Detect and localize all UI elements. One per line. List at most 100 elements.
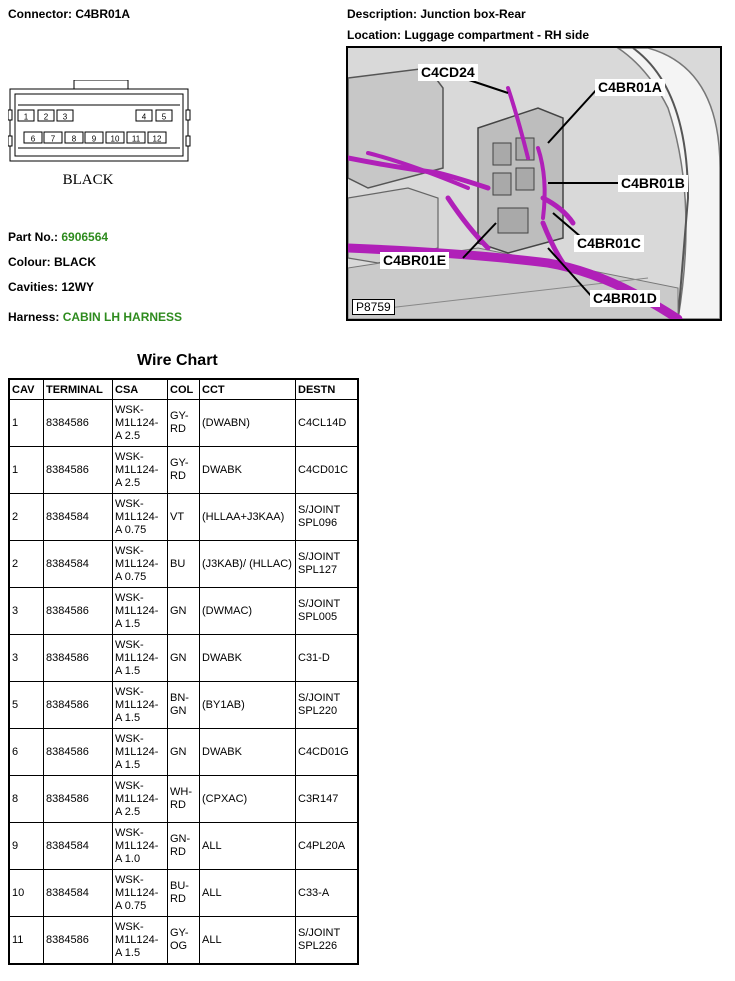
pin-cavity — [84, 131, 104, 144]
pin-number: 9 — [92, 135, 97, 144]
cell-terminal: 8384586 — [43, 916, 113, 965]
pin-number: 8 — [72, 135, 77, 144]
pin-number: 11 — [132, 135, 141, 144]
cell-cct: (DWMAC) — [199, 587, 296, 635]
callout-c4cd24: C4CD24 — [418, 64, 478, 81]
cell-cav: 2 — [8, 493, 44, 541]
cell-col: GN — [167, 728, 200, 776]
part-number-row: Part No.: 6906564 — [8, 230, 108, 244]
cell-cav: 2 — [8, 540, 44, 588]
cell-cct: ALL — [199, 869, 296, 917]
cell-cct: DWABK — [199, 446, 296, 494]
cell-cct: DWABK — [199, 634, 296, 682]
header-csa: CSA — [112, 378, 168, 400]
cell-cav: 1 — [8, 399, 44, 447]
header-cct: CCT — [199, 378, 296, 400]
cell-cav: 11 — [8, 916, 44, 965]
part-number-link[interactable]: 6906564 — [61, 230, 109, 244]
cell-cct: (DWABN) — [199, 399, 296, 447]
cell-cct: (J3KAB)/ (HLLAC) — [199, 540, 296, 588]
cell-csa: WSK-M1L124-A 1.5 — [112, 728, 168, 776]
cell-destn: S/JOINT SPL005 — [295, 587, 359, 635]
pin-cavity — [126, 131, 146, 144]
cell-destn: C31-D — [295, 634, 359, 682]
callout-c4br01a: C4BR01A — [595, 79, 665, 96]
location-label: Location: Luggage compartment - RH side — [347, 28, 590, 42]
pin-cavity — [105, 131, 125, 144]
pin-cavity — [23, 131, 43, 144]
cell-col: GY-RD — [167, 446, 200, 494]
cell-cct: (BY1AB) — [199, 681, 296, 729]
harness-row: Harness: CABIN LH HARNESS — [8, 310, 182, 324]
cell-terminal: 8384584 — [43, 540, 113, 588]
callout-c4br01b: C4BR01B — [618, 175, 688, 192]
cell-terminal: 8384584 — [43, 822, 113, 870]
location-photo: C4CD24 C4BR01A C4BR01B C4BR01C C4BR01E C… — [346, 46, 722, 321]
harness-label: Harness: — [8, 310, 60, 324]
cell-terminal: 8384586 — [43, 399, 113, 447]
cell-terminal: 8384586 — [43, 775, 113, 823]
cell-cct: DWABK — [199, 728, 296, 776]
cell-csa: WSK-M1L124-A 1.5 — [112, 634, 168, 682]
pin-cavity — [147, 131, 167, 144]
cell-cct: ALL — [199, 822, 296, 870]
pin-number: 10 — [111, 135, 120, 144]
cell-destn: C3R147 — [295, 775, 359, 823]
pin-cavity — [17, 109, 35, 122]
cell-terminal: 8384584 — [43, 869, 113, 917]
cell-terminal: 8384586 — [43, 634, 113, 682]
cell-cav: 5 — [8, 681, 44, 729]
part-number-label: Part No.: — [8, 230, 59, 244]
cell-cct: (HLLAA+J3KAA) — [199, 493, 296, 541]
header-destn: DESTN — [295, 378, 359, 400]
header-cav: CAV — [8, 378, 44, 400]
pin-number: 7 — [51, 135, 56, 144]
pin-number: 4 — [142, 113, 147, 122]
header-col: COL — [167, 378, 200, 400]
cell-cav: 3 — [8, 587, 44, 635]
cell-col: WH-RD — [167, 775, 200, 823]
photo-id: P8759 — [352, 299, 395, 315]
cell-col: BU-RD — [167, 869, 200, 917]
cell-destn: S/JOINT SPL220 — [295, 681, 359, 729]
pin-number: 12 — [153, 135, 162, 144]
cell-destn: C4PL20A — [295, 822, 359, 870]
cell-col: GN — [167, 587, 200, 635]
cell-cav: 6 — [8, 728, 44, 776]
cell-terminal: 8384584 — [43, 493, 113, 541]
callout-c4br01d: C4BR01D — [590, 290, 660, 307]
wire-chart-title: Wire Chart — [137, 352, 218, 369]
cell-csa: WSK-M1L124-A 1.0 — [112, 822, 168, 870]
pin-cavity — [56, 109, 74, 122]
cell-cav: 9 — [8, 822, 44, 870]
cell-cct: ALL — [199, 916, 296, 965]
cell-col: VT — [167, 493, 200, 541]
connector-colour-text: BLACK — [63, 172, 114, 188]
cavities-value: 12WY — [61, 280, 95, 294]
cell-csa: WSK-M1L124-A 0.75 — [112, 493, 168, 541]
callout-c4br01c: C4BR01C — [574, 235, 644, 252]
cell-csa: WSK-M1L124-A 2.5 — [112, 775, 168, 823]
callout-c4br01e: C4BR01E — [380, 252, 450, 269]
cell-destn: C33-A — [295, 869, 359, 917]
cell-csa: WSK-M1L124-A 1.5 — [112, 916, 168, 965]
pin-number: 2 — [44, 113, 49, 122]
harness-link[interactable]: CABIN LH HARNESS — [62, 310, 183, 324]
connector-title: Connector: C4BR01A — [8, 7, 131, 21]
cell-csa: WSK-M1L124-A 2.5 — [112, 446, 168, 494]
cell-csa: WSK-M1L124-A 0.75 — [112, 540, 168, 588]
cell-destn: S/JOINT SPL226 — [295, 916, 359, 965]
description-label: Description: Junction box-Rear — [347, 7, 526, 21]
pin-number: 6 — [31, 135, 36, 144]
cell-destn: S/JOINT SPL096 — [295, 493, 359, 541]
cell-terminal: 8384586 — [43, 728, 113, 776]
